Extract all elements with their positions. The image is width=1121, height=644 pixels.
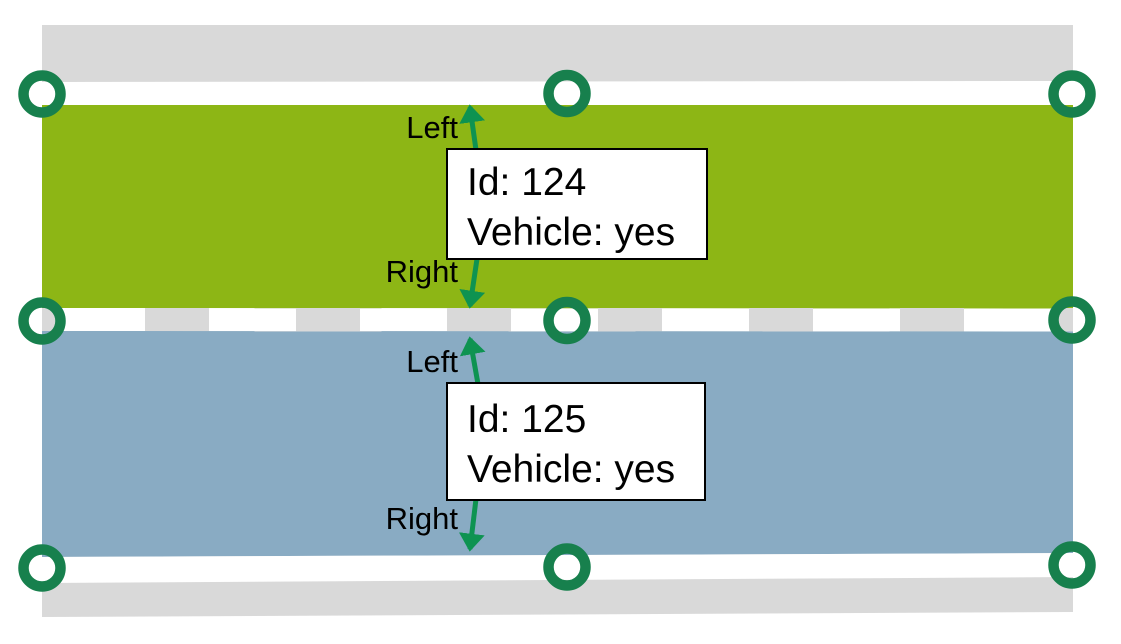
left-bound-label-124: Left (406, 110, 458, 145)
center-marking-gap (749, 308, 813, 332)
node-icon (18, 70, 66, 118)
left-bound-label-125: Left (406, 344, 458, 379)
left-bound-arrow-124 (459, 104, 485, 151)
lanelet-124-annotation: Left Right Id: 124 Vehicle: yes (386, 104, 708, 309)
info-box-125 (446, 382, 706, 501)
top-lane-marking (42, 81, 1073, 105)
right-bound-arrow-124 (459, 258, 486, 309)
info-box-id-124: Id: 124 (467, 161, 586, 204)
center-lane-marking (42, 308, 1073, 332)
node-icon (18, 544, 66, 592)
node-icon (18, 297, 66, 345)
center-marking-gap (145, 308, 209, 332)
boundary-nodes (18, 69, 1096, 592)
node-icon (1048, 70, 1096, 118)
center-marking-gap (296, 308, 360, 332)
node-icon (543, 69, 591, 118)
right-bound-arrow-125 (458, 498, 485, 552)
bottom-lane-marking (42, 553, 1073, 583)
info-box-vehicle-124: Vehicle: yes (467, 211, 675, 254)
node-icon (1048, 296, 1096, 344)
center-marking-gap (900, 308, 964, 332)
node-icon (543, 296, 591, 345)
node-icon (543, 543, 591, 591)
center-marking-gap (447, 308, 511, 332)
node-icon (1048, 541, 1096, 589)
left-bound-arrow-125 (459, 336, 486, 385)
info-box-id-125: Id: 125 (467, 398, 586, 441)
center-marking-gap (598, 308, 662, 332)
lanelet-125-annotation: Left Right Id: 125 Vehicle: yes (386, 336, 706, 552)
info-box-vehicle-125: Vehicle: yes (467, 448, 675, 491)
info-box-124 (446, 148, 708, 260)
right-bound-label-125: Right (386, 501, 459, 536)
